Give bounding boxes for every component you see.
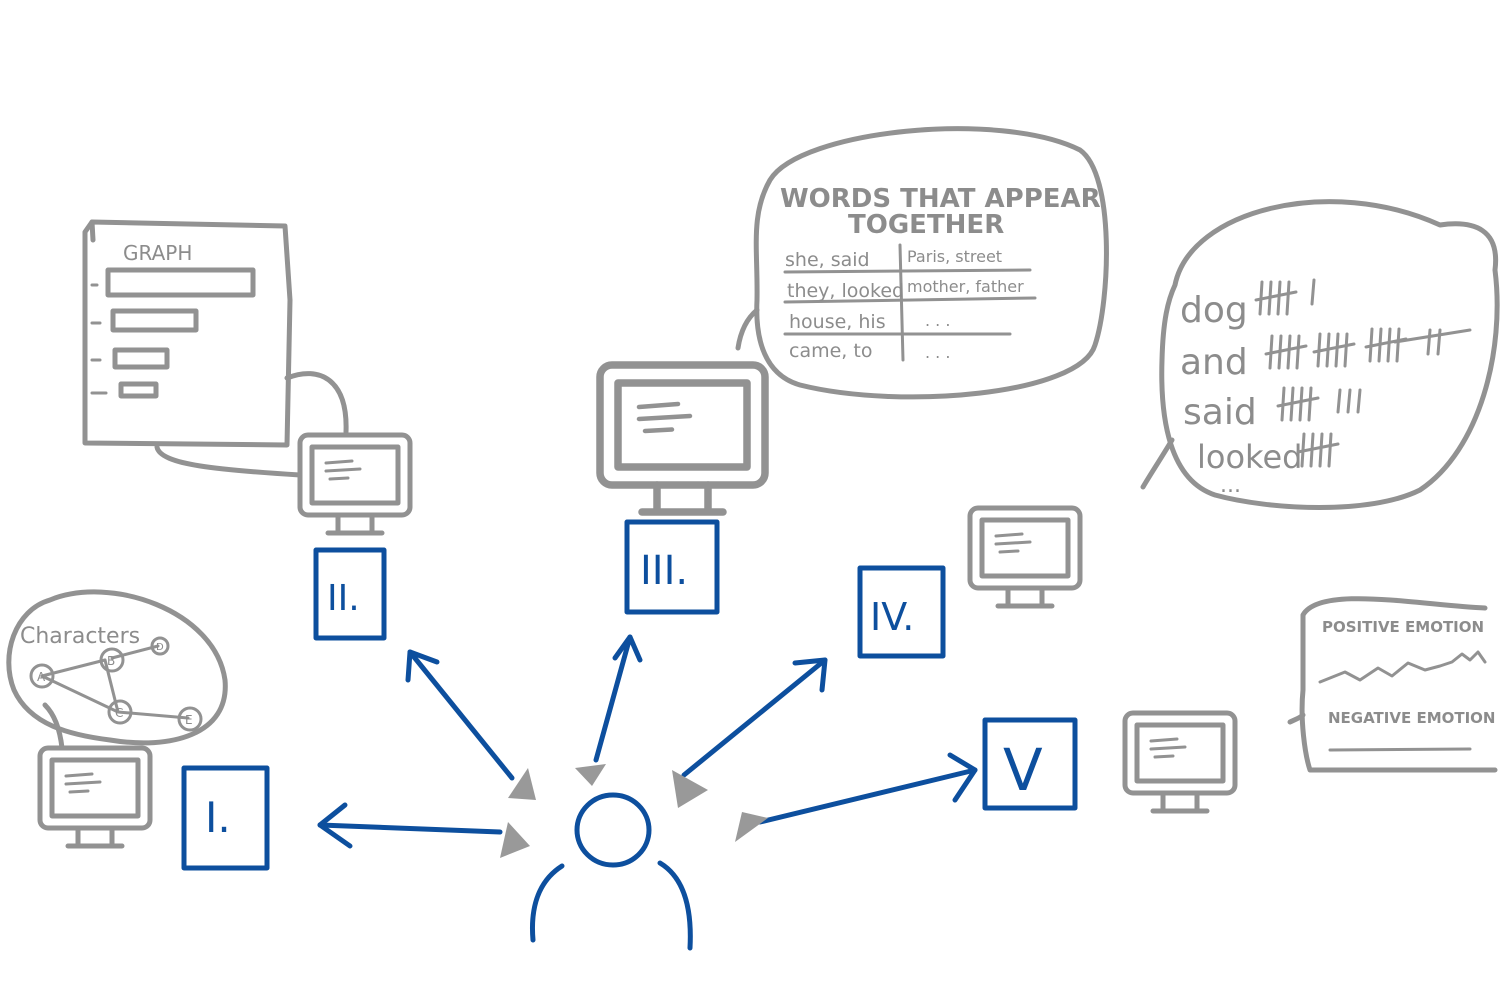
step-box-i: I. — [181, 765, 270, 871]
positive-emotion-label: POSITIVE EMOTION — [1322, 618, 1484, 636]
tally-stroke — [1393, 328, 1472, 344]
step-box-iv: IV. — [857, 565, 946, 659]
words-cell: . . . — [925, 311, 950, 330]
arrow-ii — [405, 649, 515, 781]
step-label-iii: III. — [640, 548, 688, 594]
emotion-line — [1318, 650, 1487, 684]
graph-title: GRAPH — [123, 241, 192, 265]
node-c — [107, 699, 133, 725]
node-e — [177, 706, 203, 732]
tally-stroke — [1346, 388, 1352, 414]
tally-stroke — [1276, 280, 1282, 316]
word-frequency-bubble — [1159, 199, 1500, 510]
monitor-icon — [40, 748, 150, 846]
tally-stroke — [1286, 334, 1292, 370]
tally-word: said — [1183, 392, 1257, 433]
arrow-icon — [672, 770, 708, 808]
step-box-ii: II. — [313, 547, 387, 641]
words-cell: . . . — [925, 343, 950, 362]
tally-stroke — [1426, 328, 1432, 356]
characters-bubble — [6, 589, 228, 746]
monitor-icon — [970, 508, 1080, 606]
words-together-panel: WORDS THAT APPEAR TOGETHER she, said Par… — [600, 126, 1109, 512]
tally-stroke — [1395, 327, 1401, 363]
arrowheads — [500, 764, 768, 858]
tally-stroke — [1318, 432, 1324, 468]
tally-stroke — [1356, 388, 1362, 414]
tally-stroke — [1307, 386, 1313, 422]
graph-panel: GRAPH — [82, 219, 410, 533]
tally-stroke — [1298, 386, 1304, 422]
node-d — [150, 636, 170, 656]
tally-stroke — [1295, 334, 1301, 370]
words-cell: house, his — [789, 311, 886, 333]
characters-panel: Characters A B C D E — [6, 589, 228, 846]
step-label-i: I. — [205, 793, 231, 842]
tally-stroke — [1386, 327, 1392, 363]
characters-title: Characters — [20, 624, 140, 649]
emotion-panel: POSITIVE EMOTION NEGATIVE EMOTION — [1125, 596, 1498, 811]
tally-stroke — [1310, 278, 1316, 306]
step-label-ii: II. — [327, 578, 360, 619]
emotion-panel-frame — [1299, 596, 1498, 773]
tally-word: looked — [1197, 438, 1302, 476]
arrow-icon — [500, 822, 530, 858]
word-frequency-panel: dog and said looked ... — [970, 199, 1500, 606]
node-e-label: E — [185, 713, 193, 727]
arrow-i — [317, 802, 503, 849]
tally-word: and — [1180, 342, 1248, 383]
person-icon — [529, 792, 693, 951]
arrow-iii — [593, 634, 643, 763]
tally-stroke — [1334, 332, 1340, 368]
tally-stroke — [1264, 344, 1308, 356]
tally-stroke — [1336, 388, 1342, 414]
tally-stroke — [1327, 432, 1333, 468]
tally-stroke — [1285, 280, 1291, 316]
monitor-icon — [1125, 713, 1235, 811]
tally-stroke — [1296, 442, 1340, 454]
node-a — [29, 663, 55, 689]
words-title-line2: TOGETHER — [848, 210, 1004, 240]
arrow-iv — [681, 657, 828, 778]
tally-stroke — [1254, 290, 1298, 302]
monitor-icon — [300, 435, 410, 533]
step-label-iv: IV. — [870, 595, 914, 639]
words-cell: they, looked — [787, 280, 904, 302]
node-a-label: A — [37, 670, 46, 684]
tally-word: dog — [1180, 290, 1248, 331]
arrow-icon — [575, 764, 606, 786]
arrow-icon — [508, 768, 536, 800]
tally-stroke — [1276, 396, 1320, 408]
node-b-label: B — [107, 654, 115, 668]
words-cell: Paris, street — [907, 247, 1002, 266]
words-cell: came, to — [789, 340, 872, 362]
words-together-bubble — [753, 126, 1109, 400]
words-title-line1: WORDS THAT APPEAR — [780, 184, 1101, 214]
tally-stroke — [1312, 342, 1356, 354]
step-box-v: V — [982, 717, 1078, 811]
step-box-iii: III. — [624, 519, 720, 615]
node-d-label: D — [156, 642, 164, 653]
arrow-v — [757, 752, 978, 825]
tally-more: ... — [1220, 473, 1241, 498]
arrow-icon — [735, 812, 768, 842]
tally-marks — [1254, 278, 1472, 468]
step-label-v: V — [1003, 736, 1043, 804]
node-c-label: C — [115, 706, 123, 720]
words-cell: mother, father — [907, 277, 1024, 296]
tally-stroke — [1343, 332, 1349, 368]
monitor-icon — [600, 365, 765, 512]
node-b — [99, 647, 125, 673]
negative-emotion-label: NEGATIVE EMOTION — [1328, 709, 1496, 727]
words-cell: she, said — [785, 249, 870, 271]
